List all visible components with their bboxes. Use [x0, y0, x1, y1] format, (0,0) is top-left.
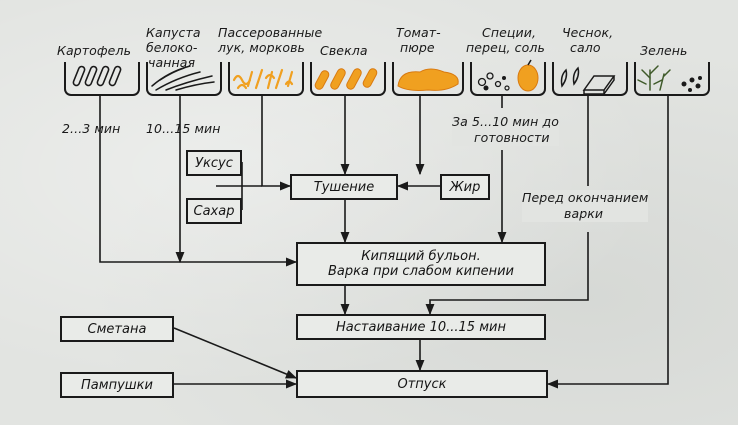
tray-beet [310, 62, 386, 96]
note-spices-time: За 5...10 мин до готовности [452, 114, 559, 146]
box-boiling: Кипящий бульон. Варка при слабом кипении [296, 242, 546, 286]
beet-sticks-icon [314, 68, 378, 90]
note-potato-time: 2...3 мин [62, 121, 121, 136]
greens-dots-icon [681, 76, 702, 92]
label-tomato: Томат- пюре [396, 25, 441, 55]
tray-tomato [392, 62, 464, 96]
label-potato: Картофель [57, 43, 132, 58]
label-spices: Специи, перец, соль [466, 25, 545, 55]
box-infusing: Настаивание 10...15 мин [296, 314, 546, 340]
label-greens: Зелень [640, 43, 688, 58]
box-pampushki: Пампушки [60, 372, 174, 398]
box-serving: Отпуск [296, 370, 548, 398]
line-greens [546, 96, 669, 389]
box-sugar: Сахар [186, 198, 242, 224]
sauteed-vegetables-icon [232, 68, 294, 90]
label-sauteed: Пассерованные лук, морковь [218, 25, 323, 55]
cabbage-shreds-icon [151, 65, 215, 91]
spices-icon [477, 59, 539, 92]
note-garlic-time: Перед окончанием варки [522, 190, 649, 222]
garlic-lard-icon [560, 66, 616, 95]
tray-garlic [552, 62, 628, 96]
box-stewing: Тушение [290, 174, 398, 200]
label-cabbage: Капуста белоко- чанная [146, 25, 201, 70]
box-sour-cream: Сметана [60, 316, 174, 342]
line-potato [99, 96, 298, 267]
line-sugar [241, 185, 262, 210]
label-garlic: Чеснок, сало [562, 25, 614, 55]
tray-cabbage [146, 62, 222, 96]
line-sauteed [261, 96, 292, 191]
line-sourcream [173, 327, 298, 379]
tomato-puree-icon [397, 68, 459, 91]
tray-spices [470, 62, 546, 96]
potato-sticks-icon [72, 65, 122, 87]
line-garlic [430, 96, 589, 314]
label-beet: Свекла [320, 43, 368, 58]
tray-potato [64, 62, 140, 96]
tray-sauteed [228, 62, 304, 96]
box-fat: Жир [440, 174, 490, 200]
tray-greens [634, 62, 710, 96]
greens-icon [637, 65, 671, 91]
box-vinegar: Уксус [186, 150, 242, 176]
note-cabbage-time: 10...15 мин [146, 121, 221, 136]
